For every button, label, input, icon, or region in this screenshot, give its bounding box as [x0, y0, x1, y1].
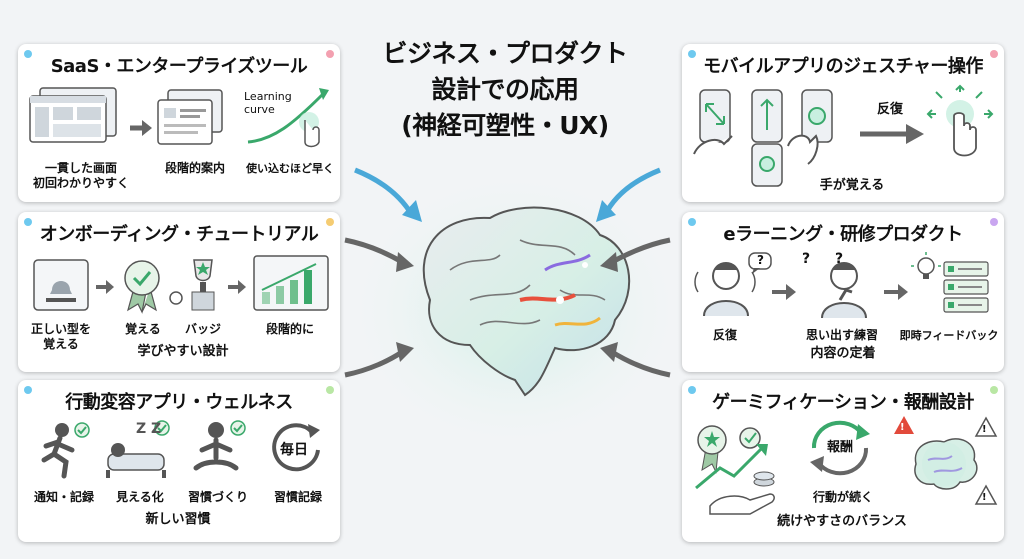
arrow-right-icon	[860, 124, 924, 144]
panel-gamification: ゲーミフィケーション・報酬設計 報酬 ! ! ! 行動が続く 続けやすさのバラン…	[682, 380, 1004, 542]
arrow-right-icon	[884, 284, 908, 300]
stacked-pages-icon	[157, 89, 223, 145]
caption-step-by-step: 段階的に	[265, 322, 314, 336]
caption-line: 初回わかりやすく	[32, 176, 129, 190]
reward-cycle-icon	[810, 420, 870, 476]
meditation-icon	[193, 420, 246, 471]
glow-dot	[326, 386, 334, 394]
thinking-person-icon	[821, 262, 867, 319]
title-line-2: 設計での応用	[431, 75, 579, 104]
panel-behavior: 行動変容アプリ・ウェルネス Z Z 毎日 通知・記録 見える化 習慣づくり 習慣…	[18, 380, 340, 542]
glow-dot	[688, 386, 696, 394]
caption-line: 覚える	[43, 337, 79, 351]
panel-title: オンボーディング・チュートリアル	[39, 224, 319, 245]
caption-consistent-screens: 一貫した画面 初回わかりやすく	[26, 161, 136, 191]
panel-gesture: モバイルアプリのジェスチャー操作 反復 手が覚える	[682, 44, 1004, 202]
panel-title: モバイルアプリのジェスチャー操作	[703, 56, 983, 77]
warning-mark: !	[982, 424, 987, 435]
glow-dot	[24, 50, 32, 58]
learning-line-2: curve	[244, 103, 275, 116]
main-title: ビジネス・プロダクト 設計での応用 (神経可塑性・UX)	[355, 36, 655, 144]
panel-title: ゲーミフィケーション・報酬設計	[712, 392, 974, 413]
multi-direction-touch-icon	[926, 84, 994, 157]
warning-mark: !	[900, 422, 905, 433]
glow-dot	[326, 218, 334, 226]
glow-dot	[326, 50, 334, 58]
panel-saas: SaaS・エンタープライズツール Learning curve 一貫した画面 初…	[18, 44, 340, 202]
panel-title: SaaS・エンタープライズツール	[50, 56, 308, 77]
glow-dot	[990, 386, 998, 394]
caption-habit-log: 習慣記録	[273, 490, 322, 504]
title-line-3: (神経可塑性・UX)	[401, 111, 609, 140]
glow-dot	[24, 218, 32, 226]
caption-visualize: 見える化	[116, 490, 164, 504]
caption-faster-with-use: 使い込むほど早く	[246, 162, 334, 175]
sleep-zz-label: Z Z	[136, 421, 162, 437]
caption-instant-feedback: 即時フィードバック	[899, 329, 999, 342]
sleep-icon	[106, 420, 170, 478]
speech-bubble-icon	[748, 252, 772, 274]
caption-line: 正しい型を	[30, 322, 91, 336]
glow-dot	[688, 218, 696, 226]
caption-remember: 覚える	[125, 322, 161, 336]
arrow-right-icon	[130, 120, 152, 136]
caption-step-guide: 段階的案内	[164, 161, 225, 175]
panel-elearning: eラーニング・研修プロダクト ? ? ? 反復 思い出す練習 即時フ	[682, 212, 1004, 372]
footer-new-habit: 新しい習慣	[145, 512, 211, 527]
caption-action-continues: 行動が続く	[812, 490, 873, 504]
arrow-right-icon	[96, 280, 114, 294]
footer-hands-remember: 手が覚える	[819, 178, 885, 193]
caption-line: 一貫した画面	[44, 161, 117, 175]
repeat-label: 反復	[876, 102, 903, 117]
daily-cycle-icon	[272, 423, 320, 472]
panel-title: eラーニング・研修プロダクト	[723, 224, 963, 245]
learning-curve-label: Learning curve	[244, 90, 292, 116]
arrow-right-icon	[772, 284, 796, 300]
speech-question-mark: ?	[757, 253, 764, 267]
trophy-icon	[169, 259, 215, 311]
brain-warning-icon	[894, 416, 998, 505]
lightbulb-checklist-icon	[911, 252, 989, 313]
glow-dot	[990, 50, 998, 58]
title-line-1: ビジネス・プロダクト	[382, 39, 628, 68]
caption-badge: バッジ	[184, 322, 221, 336]
caption-repeat: 反復	[712, 328, 737, 342]
caption-notify-record: 通知・記録	[33, 490, 94, 504]
bell-card-icon	[33, 259, 89, 311]
panel-title: 行動変容アプリ・ウェルネス	[65, 392, 293, 413]
glow-dot	[990, 218, 998, 226]
runner-icon	[41, 422, 90, 479]
footer-sustainable-balance: 続けやすさのバランス	[777, 514, 907, 529]
panel-onboarding: オンボーディング・チュートリアル 正しい型を 覚える 覚える バッジ 段階的に …	[18, 212, 340, 372]
thinking-question-marks: ? ?	[802, 251, 854, 267]
daily-label: 毎日	[280, 442, 308, 458]
learning-curve-icon	[247, 88, 329, 148]
footer-easy-learning: 学びやすい設計	[137, 344, 229, 359]
arrow-right-icon	[228, 280, 246, 294]
learning-line-1: Learning	[244, 90, 292, 103]
caption-recall-practice: 思い出す練習	[805, 328, 878, 342]
glow-dot	[24, 386, 32, 394]
progress-chart-icon	[253, 255, 329, 311]
caption-habit-building: 習慣づくり	[187, 490, 248, 504]
phones-gesture-icon	[693, 89, 833, 187]
window-screens-icon	[29, 87, 117, 143]
caption-learn-pattern: 正しい型を 覚える	[26, 322, 96, 352]
reward-badge-coins-icon	[695, 425, 775, 515]
warning-mark: !	[982, 492, 987, 503]
glow-dot	[688, 50, 696, 58]
footer-retention: 内容の定着	[810, 346, 876, 361]
reward-label: 報酬	[826, 440, 853, 455]
person-speaking-icon	[694, 262, 756, 317]
check-badge-icon	[124, 260, 160, 314]
